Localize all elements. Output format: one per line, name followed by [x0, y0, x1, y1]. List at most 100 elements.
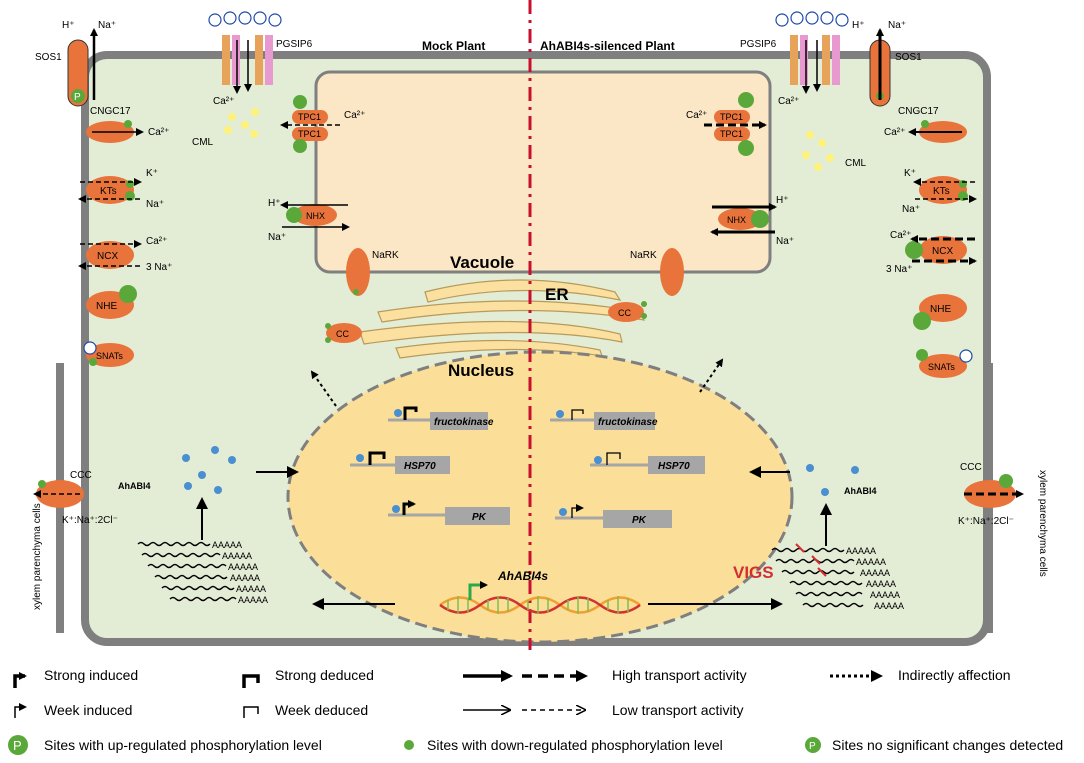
ion-ca-ncx-right: Ca²⁺: [890, 230, 911, 241]
tpc1-label-right-2: TPC1: [720, 129, 743, 139]
nark-label-left: NaRK: [372, 250, 399, 261]
gene-label-hsp70-right: HSP70: [658, 461, 690, 472]
vacuole: [314, 70, 772, 274]
ion-ca-cngc-right: Ca²⁺: [884, 127, 905, 138]
ion-h-nhx-right: H⁺: [776, 195, 789, 206]
tpc1-label-right: TPC1: [720, 112, 743, 122]
tpc1-protein-right: [714, 110, 750, 124]
polya-right-6: AAAAA: [874, 601, 904, 611]
ion-ca-ncx-left: Ca²⁺: [146, 236, 167, 247]
phospho-site: [916, 349, 928, 361]
phospho-site: [325, 337, 331, 343]
ncx-protein-left: [86, 241, 134, 269]
vigs-label: VIGS: [733, 563, 774, 582]
phospho-site: [119, 285, 137, 303]
xylem-label-left: xylem parenchyma cells: [32, 503, 43, 610]
header-silenced: AhABI4s-silenced Plant: [540, 39, 675, 53]
legend-low-transport: Low transport activity: [612, 702, 744, 718]
er-label: ER: [545, 285, 569, 304]
tpc1-protein-left-2: [292, 127, 328, 141]
tpc1-protein-left: [292, 110, 328, 124]
phospho-label: P: [809, 741, 816, 752]
polya-right-1: AAAAA: [846, 546, 876, 556]
ion-na-kts-left: Na⁺: [146, 199, 164, 210]
legend-strong-induced: Strong induced: [44, 667, 138, 683]
pgsip6-left: [208, 11, 282, 85]
endoplasmic-reticulum: [359, 279, 646, 359]
phospho-site: [905, 241, 923, 259]
nark-label-right: NaRK: [630, 250, 657, 261]
ccc-ions-left: K⁺:Na⁺:2Cl⁻: [62, 515, 118, 526]
legend-strong-deduced: Strong deduced: [275, 667, 374, 683]
tpc1-protein-right-2: [714, 127, 750, 141]
kts-label-right: KTs: [933, 186, 950, 197]
snats-protein-left: [86, 343, 134, 367]
tpc1-label-left-2: TPC1: [298, 129, 321, 139]
phospho-site: [738, 92, 754, 108]
legend-up-phospho-icon: [8, 735, 28, 755]
polya-left-2: AAAAA: [222, 551, 252, 561]
xylem-label-right: xylem parenchyma cells: [1037, 470, 1048, 577]
gene-label-pk-right: PK: [632, 515, 647, 526]
abi4-gene-label: AhABI4s: [497, 569, 548, 583]
phospho-site: [959, 180, 967, 188]
phospho-site: [738, 140, 754, 156]
gene-hsp70-left: [350, 451, 450, 474]
ion-ca-pgsip6-right: Ca²⁺: [778, 96, 799, 107]
cc-label-right: CC: [618, 308, 631, 318]
legend-strong-induced-icon: [13, 672, 27, 688]
polya-left-4: AAAAA: [230, 573, 260, 583]
abi4-protein-label-right: AhABI4: [844, 486, 877, 496]
abi4-protein-label-left: AhABI4: [118, 481, 151, 491]
ion-h-right: H⁺: [852, 20, 865, 31]
legend-high-transport: High transport activity: [612, 667, 747, 683]
nark-protein-left: [346, 248, 370, 296]
nhe-label-left: NHE: [96, 301, 117, 312]
phospho-site: [124, 120, 132, 128]
header-mock: Mock Plant: [422, 39, 485, 53]
nhx-label-left: NHX: [306, 211, 325, 221]
ncx-label-left: NCX: [97, 251, 118, 262]
polya-right-4: AAAAA: [866, 579, 896, 589]
ncx-protein-right: [919, 236, 967, 264]
cml-dots-left: [224, 108, 259, 138]
pgsip6-label-right: PGSIP6: [740, 39, 777, 50]
polya-right-5: AAAAA: [870, 590, 900, 600]
gene-fructokinase-left: [388, 406, 488, 430]
gene-pk-right: [555, 504, 672, 528]
polya-right-3: AAAAA: [860, 568, 890, 578]
ion-h: H⁺: [62, 20, 75, 31]
cml-label-right: CML: [845, 158, 867, 169]
abi4-protein-dots-right: [806, 464, 859, 496]
phospho-site: [89, 358, 97, 366]
glycan-marker: [83, 341, 97, 355]
gene-label-fructokinase-left: fructokinase: [434, 417, 494, 428]
nark-protein-right: [660, 248, 684, 296]
ion-ca-cngc-left: Ca²⁺: [148, 127, 169, 138]
nhe-protein-right: [919, 294, 967, 322]
nucleus: [286, 350, 794, 644]
gene-label-pk-left: PK: [472, 512, 487, 523]
legend-no-change: Sites no significant changes detected: [832, 737, 1063, 753]
polya-left-6: AAAAA: [238, 595, 268, 605]
tpc1-label-left: TPC1: [298, 112, 321, 122]
ion-na-right: Na⁺: [888, 20, 906, 31]
gene-label-fructokinase-right: fructokinase: [598, 417, 658, 428]
ion-na: Na⁺: [98, 20, 116, 31]
cngc17-label-left: CNGC17: [90, 106, 131, 117]
phospho-site: [38, 480, 46, 488]
polya-right-2: AAAAA: [856, 557, 886, 567]
ccc-ions-right: K⁺:Na⁺:2Cl⁻: [958, 516, 1014, 527]
legend-strong-deduced-icon: [242, 674, 260, 688]
snats-protein-right: [919, 354, 967, 378]
phospho-site: [641, 313, 647, 319]
legend-down-phospho: Sites with down-regulated phosphorylatio…: [427, 737, 723, 753]
legend-nochange-phospho-icon: [805, 737, 821, 753]
ncx-label-right: NCX: [932, 246, 953, 257]
polya-left-3: AAAAA: [228, 562, 258, 572]
gene-hsp70-right: [590, 452, 705, 474]
legend-up-phospho: Sites with up-regulated phosphorylation …: [44, 737, 322, 753]
legend-week-deduced-icon: [243, 706, 259, 718]
ion-na-nhx-left: Na⁺: [268, 232, 286, 243]
phospho-site: [71, 89, 85, 103]
